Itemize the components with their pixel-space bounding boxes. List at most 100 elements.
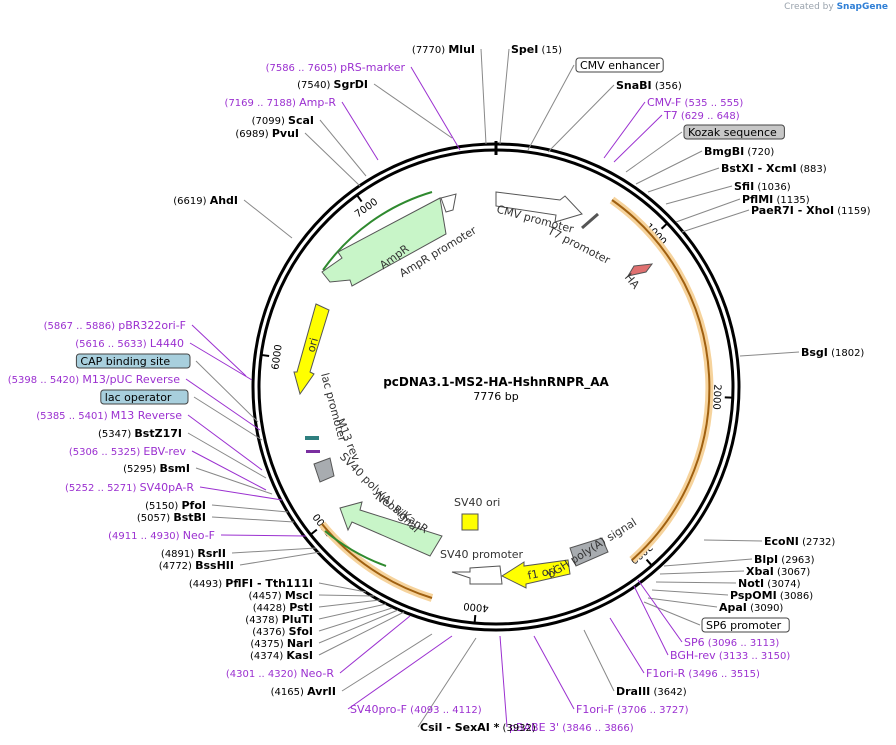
primer-pbabe-3[interactable]: pBABE 3' (3846 .. 3866) [509, 721, 634, 734]
site-name: M13 Reverse [111, 409, 182, 422]
enzyme-pflmi[interactable]: PflMI (1135) [742, 193, 810, 206]
site-position: (1135) [773, 195, 810, 206]
enzyme-bmgbi[interactable]: BmgBI (720) [704, 145, 774, 158]
enzyme-blpi[interactable]: BlpI (2963) [754, 553, 815, 566]
enzyme-ahdi[interactable]: (6619) AhdI [173, 194, 238, 207]
m13-rev-mark [306, 450, 320, 453]
primer-f1ori-f[interactable]: F1ori-F (3706 .. 3727) [576, 703, 689, 716]
enzyme-econi[interactable]: EcoNI (2732) [764, 535, 835, 548]
feature-label-sv40-ori: SV40 ori [454, 496, 500, 509]
site-position: (3074) [764, 579, 801, 590]
site-name: BsgI [801, 346, 828, 359]
primer-f1ori-r[interactable]: F1ori-R (3496 .. 3515) [646, 667, 760, 680]
enzyme-psti[interactable]: (4428) PstI [253, 601, 313, 614]
tick-mark [310, 528, 318, 535]
enzyme-scai[interactable]: (7099) ScaI [252, 114, 314, 127]
enzyme-xbai[interactable]: XbaI (3067) [746, 565, 810, 578]
feature-box-cap-binding-site[interactable] [75, 353, 191, 369]
leader-line-bsmi [195, 467, 273, 495]
enzyme-pspomi[interactable]: PspOMI (3086) [730, 589, 813, 602]
site-position: (7169 .. 7188) [225, 98, 300, 109]
enzyme-rsrii[interactable]: (4891) RsrII [161, 547, 226, 560]
feature-label-kozak-sequence: Kozak sequence [688, 126, 777, 139]
enzyme-msci[interactable]: (4457) MscI [248, 589, 313, 602]
cmv-promoter-arrow[interactable] [495, 191, 583, 223]
enzyme-sfii[interactable]: SfiI (1036) [734, 180, 791, 193]
feature-label-lac-operator: lac operator [105, 391, 172, 404]
site-name: AhdI [210, 194, 238, 207]
leader-line-msci [318, 594, 375, 597]
enzyme-pluti[interactable]: (4378) PluTI [245, 613, 313, 626]
primer-bgh-rev[interactable]: BGH-rev (3133 .. 3150) [670, 649, 790, 662]
feature-box-kozak-sequence[interactable] [683, 124, 785, 140]
enzyme-sgrdi[interactable]: (7540) SgrDI [297, 78, 368, 91]
enzyme-nari[interactable]: (4375) NarI [250, 637, 313, 650]
leader-line-apai [647, 597, 718, 608]
f1-ori-arrow[interactable] [500, 559, 571, 589]
leader-line-cmv-enhancer [527, 64, 575, 151]
primer-sv40pro-f[interactable]: SV40pro-F (4093 .. 4112) [350, 703, 482, 716]
primer-m13-puc-reverse[interactable]: (5398 .. 5420) M13/pUC Reverse [8, 373, 180, 386]
leader-line-cmv-f [603, 101, 646, 159]
enzyme-bsshii[interactable]: (4772) BssHII [159, 559, 234, 572]
neor-kanr-arrow[interactable] [339, 501, 443, 557]
primer-amp-r[interactable]: (7169 .. 7188) Amp-R [225, 96, 337, 109]
feature-box-cmv-enhancer[interactable] [575, 57, 664, 73]
site-name: BGH-rev [670, 649, 716, 662]
primer-pbr322ori-f[interactable]: (5867 .. 5886) pBR322ori-F [44, 319, 186, 332]
enzyme-paer7i-xhoi[interactable]: PaeR7I - XhoI (1159) [751, 204, 871, 217]
site-name: PfoI [182, 499, 207, 512]
sv40-polya-signal-box[interactable] [313, 457, 335, 483]
sv40-promoter-arrow[interactable] [451, 565, 503, 585]
site-name: SV40pro-F [350, 703, 407, 716]
leader-line-sv40pa-r [199, 486, 283, 501]
leader-line-sfii [665, 185, 733, 205]
site-position: (4772) [159, 561, 195, 572]
enzyme-draiii[interactable]: DraIII (3642) [616, 685, 687, 698]
feature-box-lac-operator[interactable] [100, 389, 189, 405]
bgh-polya-signal-box[interactable] [569, 537, 609, 567]
enzyme-csii-sexai[interactable]: CsiI - SexAI * (3932) [420, 721, 536, 734]
enzyme-pflfi-tth111i[interactable]: (4493) PflFI - Tth111I [189, 577, 313, 590]
site-position: (4093 .. 4112) [407, 705, 482, 716]
ampr-arrow[interactable] [321, 197, 447, 287]
primer-cmv-f[interactable]: CMV-F (535 .. 555) [647, 96, 743, 109]
site-position: (629 .. 648) [678, 111, 740, 122]
enzyme-sfoi[interactable]: (4376) SfoI [252, 625, 313, 638]
tick-label: 6000 [270, 344, 284, 371]
enzyme-apai[interactable]: ApaI (3090) [719, 601, 783, 614]
ampr-promoter-arrow[interactable] [440, 193, 457, 213]
site-name: pBR322ori-F [118, 319, 186, 332]
enzyme-kasi[interactable]: (4374) KasI [250, 649, 313, 662]
ori-arrow[interactable] [293, 303, 330, 396]
enzyme-bsgi[interactable]: BsgI (1802) [801, 346, 864, 359]
primer-ebv-rev[interactable]: (5306 .. 5325) EBV-rev [69, 445, 187, 458]
primer-sp6[interactable]: SP6 (3096 .. 3113) [684, 636, 779, 649]
primer-sv40pa-r[interactable]: (5252 .. 5271) SV40pA-R [65, 481, 194, 494]
enzyme-bstxi-xcmi[interactable]: BstXI - XcmI (883) [721, 162, 827, 175]
enzyme-bsmi[interactable]: (5295) BsmI [123, 462, 190, 475]
ha-tag-mark[interactable] [626, 263, 654, 277]
primer-t7[interactable]: T7 (629 .. 648) [663, 109, 740, 122]
primer-prs-marker[interactable]: (7586 .. 7605) pRS-marker [266, 61, 406, 74]
primer-m13-reverse[interactable]: (5385 .. 5401) M13 Reverse [36, 409, 182, 422]
enzyme-snabi[interactable]: SnaBI (356) [616, 79, 682, 92]
enzyme-pvui[interactable]: (6989) PvuI [235, 127, 299, 140]
enzyme-pfoi[interactable]: (5150) PfoI [145, 499, 206, 512]
site-position: (7540) [297, 80, 333, 91]
feature-box-sp6-promoter[interactable] [701, 617, 790, 633]
enzyme-avrii[interactable]: (4165) AvrII [271, 685, 336, 698]
leader-line-bstz17i [187, 432, 267, 479]
sv40-ori-box[interactable] [461, 513, 479, 531]
primer-neo-r[interactable]: (4301 .. 4320) Neo-R [226, 667, 335, 680]
leader-line-prs-marker [410, 66, 461, 151]
primer-neo-f[interactable]: (4911 .. 4930) Neo-F [108, 529, 215, 542]
enzyme-spei[interactable]: SpeI (15) [511, 43, 562, 56]
enzyme-noti[interactable]: NotI (3074) [738, 577, 801, 590]
enzyme-bstz17i[interactable]: (5347) BstZ17I [98, 427, 182, 440]
primer-l4440[interactable]: (5616 .. 5633) L4440 [75, 337, 184, 350]
site-position: (5252 .. 5271) [65, 483, 140, 494]
enzyme-mlui[interactable]: (7770) MluI [412, 43, 475, 56]
enzyme-bstbi[interactable]: (5057) BstBI [137, 511, 206, 524]
site-name: BstZ17I [134, 427, 182, 440]
